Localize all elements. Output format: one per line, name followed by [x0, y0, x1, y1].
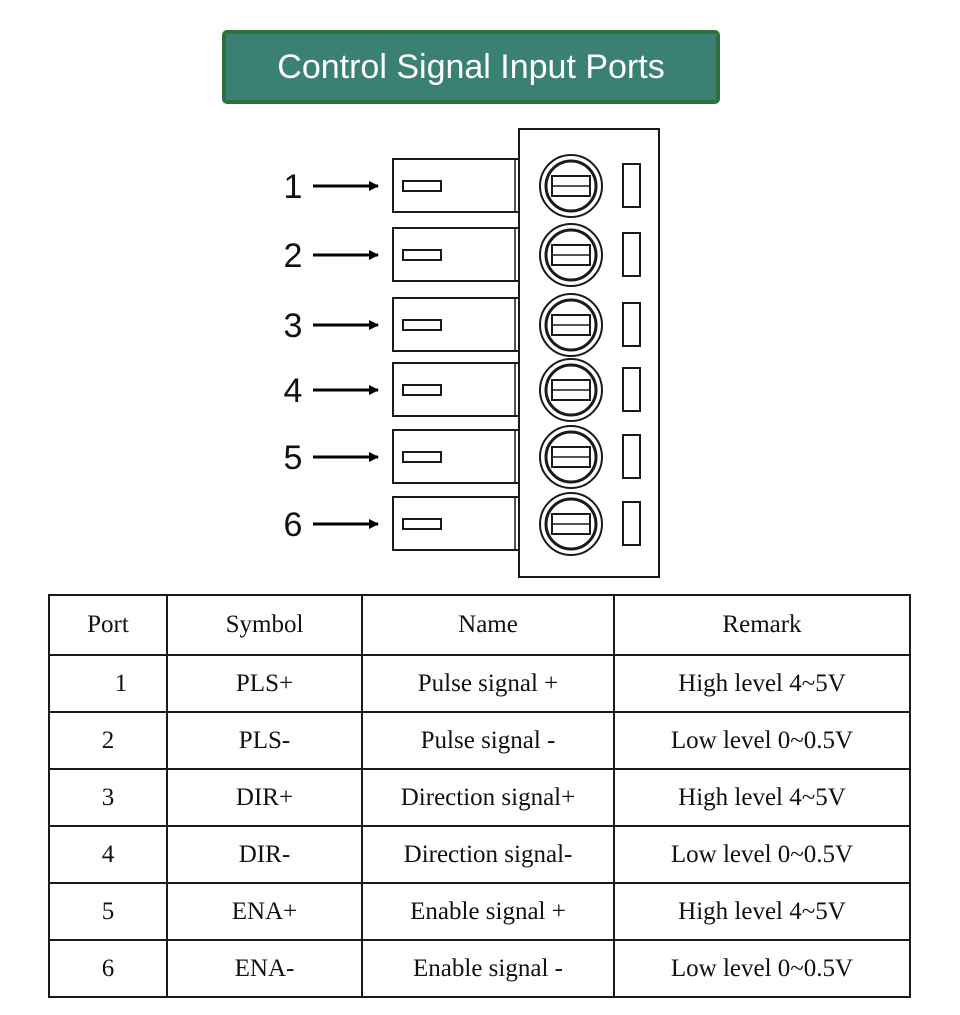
table-row: 6 ENA- Enable signal - Low level 0~0.5V	[48, 939, 911, 998]
terminal-slot	[402, 249, 442, 261]
cell-symbol: PLS+	[166, 654, 363, 713]
terminal-slot	[402, 180, 442, 192]
connector-pins: 1 2 3 4 5 6	[284, 154, 641, 556]
cell-remark: High level 4~5V	[613, 882, 911, 941]
page-title: Control Signal Input Ports	[277, 48, 665, 86]
cell-name: Enable signal +	[361, 882, 615, 941]
cell-name: Pulse signal -	[361, 711, 615, 770]
connector-diagram: 1 2 3 4 5 6	[284, 128, 660, 578]
cell-port: 6	[48, 939, 168, 998]
connector-pin: 4	[284, 358, 641, 422]
connector-pin: 1	[284, 154, 641, 218]
cell-port: 2	[48, 711, 168, 770]
cell-port: 5	[48, 882, 168, 941]
table-row: 1 PLS+ Pulse signal + High level 4~5V	[48, 654, 911, 713]
side-window	[622, 434, 641, 479]
pin-number-label: 4	[284, 372, 303, 410]
table-row: 3 DIR+ Direction signal+ High level 4~5V	[48, 768, 911, 827]
table-row: 4 DIR- Direction signal- Low level 0~0.5…	[48, 825, 911, 884]
connector-pin: 6	[284, 492, 641, 556]
side-window	[622, 163, 641, 208]
pin-number-label: 2	[284, 237, 303, 275]
connector-pin: 3	[284, 293, 641, 357]
cell-name: Pulse signal +	[361, 654, 615, 713]
pin-number-label: 3	[284, 307, 303, 345]
pin-number-label: 6	[284, 506, 303, 544]
terminal-slot	[402, 451, 442, 463]
connector-pin: 5	[284, 425, 641, 489]
terminal-block	[392, 429, 520, 484]
header-port: Port	[48, 594, 168, 656]
pin-number-label: 5	[284, 439, 303, 477]
table-row: 2 PLS- Pulse signal - Low level 0~0.5V	[48, 711, 911, 770]
port-table: Port Symbol Name Remark 1 PLS+ Pulse sig…	[48, 594, 911, 998]
cell-name: Direction signal-	[361, 825, 615, 884]
table-header-row: Port Symbol Name Remark	[48, 594, 911, 656]
header-remark: Remark	[613, 594, 911, 656]
cell-remark: High level 4~5V	[613, 654, 911, 713]
title-banner: Control Signal Input Ports	[222, 30, 720, 104]
cell-name: Direction signal+	[361, 768, 615, 827]
cell-symbol: DIR+	[166, 768, 363, 827]
cell-remark: Low level 0~0.5V	[613, 825, 911, 884]
cell-remark: Low level 0~0.5V	[613, 711, 911, 770]
cell-symbol: DIR-	[166, 825, 363, 884]
pin-number-label: 1	[284, 168, 303, 206]
connector-pin: 2	[284, 223, 641, 287]
cell-port: 1	[48, 654, 168, 713]
cell-symbol: PLS-	[166, 711, 363, 770]
cell-remark: Low level 0~0.5V	[613, 939, 911, 998]
terminal-slot	[402, 319, 442, 331]
side-window	[622, 501, 641, 546]
header-symbol: Symbol	[166, 594, 363, 656]
cell-remark: High level 4~5V	[613, 768, 911, 827]
table-row: 5 ENA+ Enable signal + High level 4~5V	[48, 882, 911, 941]
cell-port: 3	[48, 768, 168, 827]
terminal-slot	[402, 518, 442, 530]
header-name: Name	[361, 594, 615, 656]
cell-name: Enable signal -	[361, 939, 615, 998]
side-window	[622, 302, 641, 347]
side-window	[622, 232, 641, 277]
side-window	[622, 367, 641, 412]
terminal-slot	[402, 384, 442, 396]
cell-port: 4	[48, 825, 168, 884]
cell-symbol: ENA-	[166, 939, 363, 998]
cell-symbol: ENA+	[166, 882, 363, 941]
